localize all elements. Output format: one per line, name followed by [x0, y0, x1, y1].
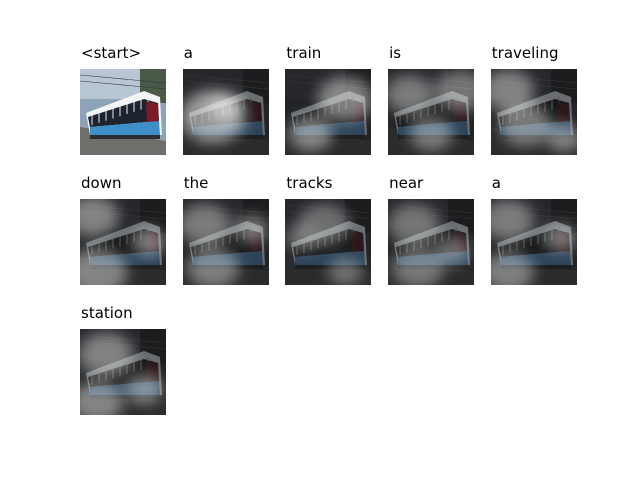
caption-word: station: [81, 304, 133, 322]
caption-word: tracks: [286, 174, 333, 192]
attention-map-8: [388, 199, 475, 285]
attention-thumbnail: [182, 199, 269, 285]
attention-map-9: [490, 199, 577, 285]
attention-map-7: [285, 199, 372, 285]
caption-word: the: [183, 174, 209, 192]
attention-map-5: [80, 199, 166, 285]
attention-thumbnail: [285, 199, 372, 285]
caption-word: <start>: [81, 44, 142, 62]
attention-map-3: [388, 69, 475, 155]
caption-word: a: [183, 44, 193, 62]
attention-thumbnail: [388, 69, 475, 155]
attention-map-1: [182, 69, 269, 155]
attention-thumbnail: [182, 69, 269, 155]
attention-thumbnail: [80, 69, 166, 155]
caption-word: down: [81, 174, 122, 192]
attention-map-0: [80, 69, 166, 155]
attention-thumbnail: [80, 199, 166, 285]
attention-thumbnail: [80, 329, 166, 415]
caption-word: train: [286, 44, 322, 62]
caption-word: a: [491, 174, 501, 192]
attention-thumbnail: [285, 69, 372, 155]
caption-word: traveling: [491, 44, 559, 62]
attention-map-6: [182, 199, 269, 285]
attention-thumbnail: [490, 199, 577, 285]
attention-map-10: [80, 329, 166, 415]
caption-word: near: [389, 174, 424, 192]
caption-word: is: [389, 44, 402, 62]
attention-map-4: [490, 69, 577, 155]
attention-map-2: [285, 69, 372, 155]
attention-thumbnail: [388, 199, 475, 285]
attention-thumbnail: [490, 69, 577, 155]
